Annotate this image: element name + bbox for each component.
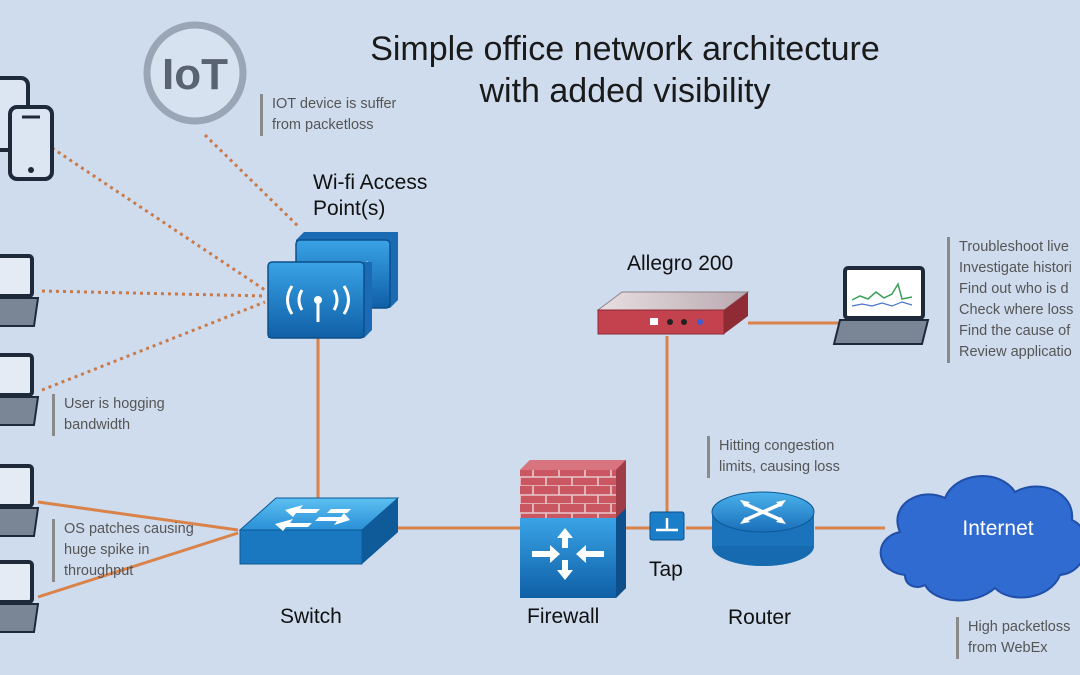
wifi-label-line-2: Point(s) bbox=[313, 197, 386, 220]
note-line: High packetloss bbox=[968, 619, 1071, 635]
note-line: Investigate histori bbox=[959, 260, 1072, 276]
wifi-access-point-icon bbox=[267, 232, 398, 339]
note-line: Hitting congestion bbox=[719, 438, 835, 454]
title-line-2: with added visibility bbox=[479, 72, 771, 110]
wired-link-laptop3-switch bbox=[37, 500, 239, 532]
note-line: Check where loss bbox=[959, 302, 1074, 318]
note-line: Find out who is d bbox=[959, 281, 1069, 297]
note-line: throughput bbox=[64, 563, 134, 579]
wireless-links bbox=[41, 133, 302, 392]
wired-links bbox=[37, 321, 885, 599]
firewall-label: Firewall bbox=[527, 605, 600, 628]
wireless-link-phone bbox=[51, 146, 266, 292]
tap-label: Tap bbox=[649, 558, 683, 581]
monitoring-laptop-icon bbox=[832, 266, 930, 345]
phone-icon bbox=[0, 76, 54, 181]
note-webex-packetloss: High packetloss from WebEx bbox=[956, 617, 1070, 659]
note-iot-packetloss: IOT device is suffer from packetloss bbox=[260, 94, 396, 136]
switch-label: Switch bbox=[280, 605, 342, 628]
note-line: IOT device is suffer bbox=[272, 96, 397, 112]
note-line: OS patches causing bbox=[64, 521, 194, 537]
internet-label: Internet bbox=[962, 517, 1033, 540]
note-line: limits, causing loss bbox=[719, 459, 840, 475]
title-line-1: Simple office network architecture bbox=[370, 30, 880, 68]
note-line: huge spike in bbox=[64, 542, 150, 558]
laptop-icon-2 bbox=[0, 353, 40, 426]
wired-link-laptop4-switch bbox=[37, 531, 239, 599]
wifi-access-point-label: Wi-fi Access Point(s) bbox=[313, 170, 427, 222]
wireless-link-iot bbox=[203, 133, 302, 230]
note-line: from packetloss bbox=[272, 117, 374, 133]
note-line: User is hogging bbox=[64, 396, 165, 412]
iot-icon: IoT bbox=[143, 21, 247, 125]
laptop-icon-4 bbox=[0, 560, 40, 633]
note-line: Troubleshoot live bbox=[959, 239, 1069, 255]
note-line: bandwidth bbox=[64, 417, 131, 433]
allegro-appliance-icon bbox=[596, 291, 750, 335]
iot-badge-text: IoT bbox=[162, 50, 228, 99]
allegro-label: Allegro 200 bbox=[627, 252, 734, 275]
internet-cloud-icon: Internet bbox=[879, 475, 1080, 602]
note-bandwidth-hogging: User is hogging bandwidth bbox=[52, 394, 165, 436]
note-troubleshoot-list: Troubleshoot live Investigate histori Fi… bbox=[947, 237, 1080, 363]
laptop-icon-1 bbox=[0, 254, 40, 327]
note-line: from WebEx bbox=[968, 640, 1048, 656]
firewall-icon bbox=[520, 460, 626, 598]
diagram-title: Simple office network architecture with … bbox=[300, 28, 950, 112]
wireless-link-laptop-2 bbox=[41, 300, 266, 392]
note-line: Review applicatio bbox=[959, 344, 1072, 360]
laptop-icon-3 bbox=[0, 464, 40, 537]
note-line: Find the cause of bbox=[959, 323, 1071, 339]
switch-icon bbox=[238, 497, 400, 565]
tap-icon bbox=[649, 511, 685, 541]
wifi-label-line-1: Wi-fi Access bbox=[313, 171, 428, 194]
note-os-patches: OS patches causing huge spike in through… bbox=[52, 519, 194, 582]
note-congestion: Hitting congestion limits, causing loss bbox=[707, 436, 840, 478]
router-icon bbox=[711, 491, 815, 566]
router-label: Router bbox=[728, 606, 792, 629]
wireless-link-laptop-1 bbox=[41, 289, 266, 298]
